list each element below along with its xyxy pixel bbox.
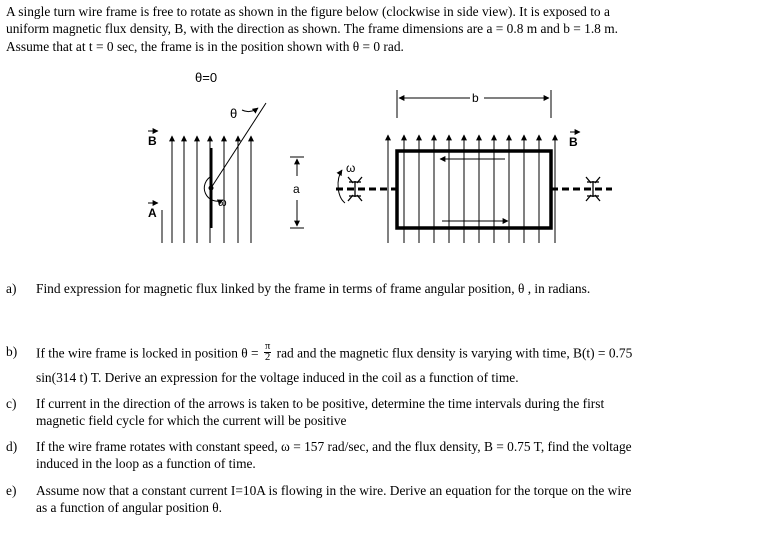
front-view: b <box>336 90 612 243</box>
fraction-denominator: 2 <box>264 352 271 363</box>
dimension-a: a <box>290 156 304 229</box>
intro-line: uniform magnetic flux density, B, with t… <box>6 21 618 37</box>
intro-line: Assume that at t = 0 sec, the frame is i… <box>6 38 404 54</box>
a-vector-label: A <box>148 206 157 220</box>
question-text: sin(314 t) T. Derive an expression for t… <box>36 370 519 385</box>
a-dim-label: a <box>293 182 300 196</box>
b-vector-label: B <box>148 134 157 148</box>
omega-label-side: ω <box>218 197 227 209</box>
bearing-left <box>347 176 363 202</box>
omega-arc <box>203 175 224 205</box>
question-text: induced in the loop as a function of tim… <box>36 455 256 471</box>
theta-line <box>210 102 267 189</box>
question-a: a) Find expression for magnetic flux lin… <box>6 281 774 298</box>
b-vector-label-right: B <box>569 135 578 149</box>
question-b: b) If the wire frame is locked in positi… <box>6 341 774 387</box>
question-label: b) <box>6 344 18 359</box>
question-text-part: rad and the magnetic flux density is var… <box>276 345 633 361</box>
question-text: magnetic field cycle for which the curre… <box>36 412 347 428</box>
question-text: Assume now that a constant current I=10A… <box>36 483 632 498</box>
question-c: c) If current in the direction of the ar… <box>6 396 774 429</box>
theta-zero-label: θ=0 <box>195 70 217 85</box>
intro-line: A single turn wire frame is free to rota… <box>6 4 610 19</box>
question-text: Find expression for magnetic flux linked… <box>36 281 591 296</box>
omega-arc-front <box>336 169 346 204</box>
wire-frame <box>395 149 553 230</box>
question-label: e) <box>6 483 17 498</box>
side-field-lines <box>161 135 254 243</box>
question-text: If current in the direction of the arrow… <box>36 396 605 411</box>
question-label: d) <box>6 439 18 454</box>
theta-label: θ <box>230 106 237 121</box>
wire-frame-figure: θ=0 θ ω B A a <box>148 70 612 243</box>
bearing-right <box>585 176 601 202</box>
pi-over-two-fraction: π 2 <box>263 341 272 363</box>
question-label: a) <box>6 281 17 296</box>
fraction-numerator: π <box>263 341 272 353</box>
b-dim-label: b <box>472 91 479 105</box>
question-text: as a function of angular position θ. <box>36 499 223 515</box>
omega-label-front: ω <box>346 161 355 175</box>
question-text: If the wire frame is locked in position … <box>36 341 774 365</box>
theta-arc <box>241 107 259 114</box>
side-view: θ=0 θ ω B A <box>148 70 267 243</box>
intro-paragraph: A single turn wire frame is free to rota… <box>6 3 771 55</box>
question-text: If the wire frame rotates with constant … <box>36 439 632 454</box>
question-text-part: If the wire frame is locked in position … <box>36 345 259 361</box>
question-label: c) <box>6 396 17 411</box>
front-field-lines <box>385 134 558 243</box>
question-e: e) Assume now that a constant current I=… <box>6 483 774 516</box>
question-d: d) If the wire frame rotates with consta… <box>6 439 774 472</box>
